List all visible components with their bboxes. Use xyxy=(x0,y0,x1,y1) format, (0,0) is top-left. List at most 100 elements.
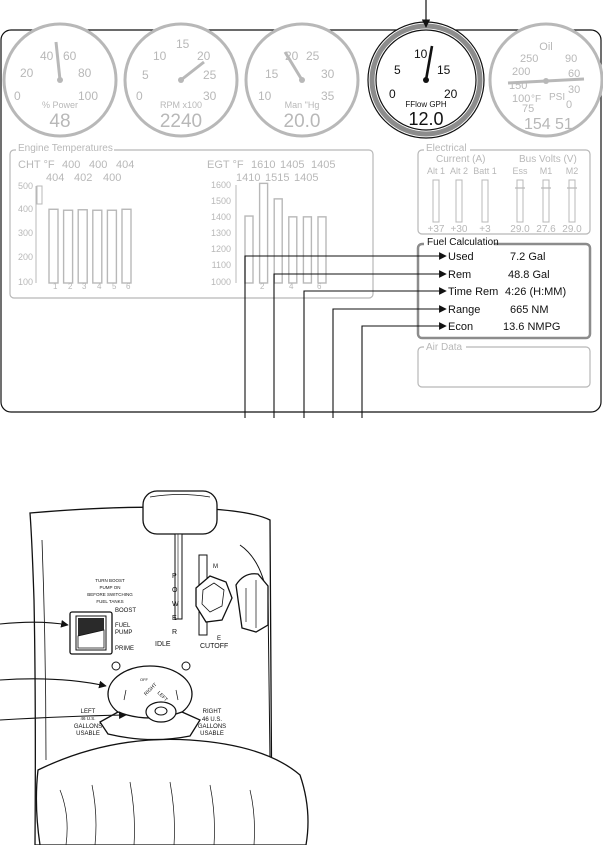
left-tank-label: 46 U.S. xyxy=(80,716,95,721)
section-frame xyxy=(9,149,374,299)
fuel-row-value: 4:26 (H:MM) xyxy=(505,286,566,298)
electrical-column-label: Batt 1 xyxy=(473,166,497,176)
egt-bars xyxy=(244,182,327,284)
gauge-tick: 0 xyxy=(136,89,143,103)
callout-arrow xyxy=(0,711,127,721)
oil-gauge: Oil 250 90 200 60 150 30 100 0 75 °F PSI… xyxy=(488,22,603,138)
left-tank-label: GALLONS xyxy=(74,724,102,730)
electrical-value: 29.0 xyxy=(562,224,582,235)
egt-second-value: 1410 xyxy=(236,172,260,184)
section-title: Electrical xyxy=(426,143,467,154)
gauge-tick: 100 xyxy=(512,93,530,105)
engine-temperatures-section: Engine Temperatures CHT °F 400 400 404 4… xyxy=(9,142,374,299)
switch-label: PUMP xyxy=(115,630,132,636)
egt-label: EGT °F xyxy=(207,159,244,171)
gauge-needle xyxy=(283,51,304,81)
gauge-tick: 250 xyxy=(520,53,538,65)
fuel-row-value: 13.6 NMPG xyxy=(503,321,560,333)
gauge-tick: 30 xyxy=(568,84,580,96)
gauge-tick: 0 xyxy=(566,99,572,111)
mixture-knob xyxy=(195,575,233,623)
egt-bar xyxy=(244,215,254,284)
electrical-value: +30 xyxy=(451,224,468,235)
gauge-tick: 15 xyxy=(437,63,451,77)
gauge-tick: 35 xyxy=(321,89,335,103)
boost-note: BEFORE SWITCHING xyxy=(87,592,133,597)
egt-bar xyxy=(288,216,298,284)
gauge-tick: 20 xyxy=(197,49,211,63)
callout-arrow xyxy=(0,678,107,689)
egt-scale-label: 1600 xyxy=(211,180,231,190)
gauge-unit: % Power xyxy=(42,100,78,110)
gauge-tick: 60 xyxy=(568,68,580,80)
left-tank-label: USABLE xyxy=(76,731,100,737)
egt-bar xyxy=(273,198,283,284)
gauge-tick: 40 xyxy=(40,49,54,63)
cylinder-label: 2 xyxy=(68,282,73,291)
boost-note: TURN BOOST xyxy=(95,578,125,583)
cylinder-label: 1 xyxy=(53,282,58,291)
power-letter: P xyxy=(172,573,177,580)
callout-rem xyxy=(273,270,447,418)
fuel-row-value: 48.8 Gal xyxy=(508,269,550,281)
cht-scale: 500 400 300 200 100 xyxy=(18,181,43,287)
cht-bar xyxy=(121,208,132,284)
electrical-column-label: Alt 2 xyxy=(450,166,468,176)
electrical-value: 27.6 xyxy=(536,224,556,235)
cylinder-label: 4 xyxy=(289,282,294,291)
gauge-value: 2240 xyxy=(160,111,202,132)
switch-label: PRIME xyxy=(115,646,134,652)
electrical-bar xyxy=(481,179,489,223)
cht-scale-label: 100 xyxy=(18,277,33,287)
electrical-value: 29.0 xyxy=(510,224,530,235)
cht-top-value: 400 xyxy=(62,159,80,171)
gauge-unit: °F xyxy=(531,94,541,105)
callout-econ xyxy=(361,322,447,418)
egt-scale-label: 1200 xyxy=(211,244,231,254)
cht-bar xyxy=(106,209,118,284)
cylinder-label: 6 xyxy=(317,282,322,291)
egt-top-value: 1405 xyxy=(311,159,335,171)
cht-scale-label: 200 xyxy=(18,252,33,262)
gauge-unit: RPM x100 xyxy=(160,100,202,110)
gauge-tick: 15 xyxy=(176,37,190,51)
switch-label: BOOST xyxy=(115,608,136,614)
fuel-calculation-section: Fuel Calculation Used 7.2 Gal Rem 48.8 G… xyxy=(416,236,592,340)
fuel-row-label: Time Rem xyxy=(448,286,498,298)
egt-scale-label: 1500 xyxy=(211,196,231,206)
gauge-tick: 10 xyxy=(153,49,167,63)
fuel-row-label: Used xyxy=(448,251,474,263)
seat-cover xyxy=(35,738,309,845)
gauge-value: 12.0 xyxy=(408,109,443,129)
engine-indication-panel: 0 20 40 60 80 100 % Power 48 0 5 10 15 2… xyxy=(0,0,603,418)
electrical-column-label: Alt 1 xyxy=(427,166,445,176)
cht-top-value: 400 xyxy=(89,159,107,171)
cht-second-value: 400 xyxy=(103,172,121,184)
egt-second-value: 1515 xyxy=(265,172,289,184)
cht-scale-label: 400 xyxy=(18,204,33,214)
callout-range xyxy=(332,305,447,418)
egt-top-value: 1405 xyxy=(280,159,304,171)
fuel-console-illustration: P O W E R IDLE M E CUTOFF TURN BOOST PUM… xyxy=(0,490,309,845)
cht-bar xyxy=(48,208,59,284)
egt-bar xyxy=(258,182,269,284)
cylinder-label: 6 xyxy=(126,282,131,291)
cutoff-label: CUTOFF xyxy=(200,643,228,650)
gauge-tick: 0 xyxy=(389,87,396,101)
egt-bar xyxy=(317,216,327,284)
egt-top-value: 1610 xyxy=(251,159,275,171)
left-tank-label: LEFT xyxy=(81,709,96,715)
section-frame xyxy=(417,346,591,388)
cylinder-label: 5 xyxy=(112,282,117,291)
gauge-unit: FFlow GPH xyxy=(405,100,447,109)
gauge-tick: 100 xyxy=(78,89,98,103)
gauge-unit: PSI xyxy=(549,92,565,103)
right-tank-label: RIGHT xyxy=(203,709,222,715)
cht-top-value: 404 xyxy=(116,159,134,171)
egt-second-value: 1405 xyxy=(294,172,318,184)
power-letter: R xyxy=(172,629,177,636)
egt-scale-label: 1400 xyxy=(211,212,231,222)
electrical-value: +3 xyxy=(479,224,491,235)
switch-label: FUEL xyxy=(115,623,131,629)
